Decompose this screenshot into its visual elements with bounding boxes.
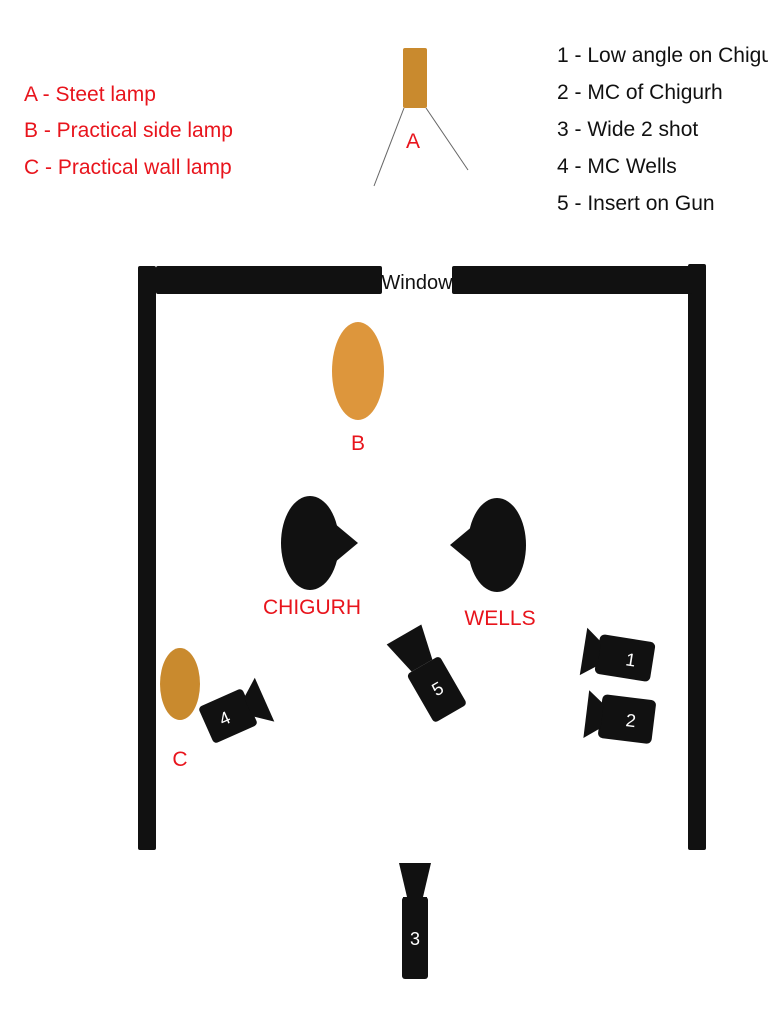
wells-label: WELLS [464, 607, 535, 630]
camera-4-lens-icon [244, 677, 275, 722]
shot-item-1: 1 - Low angle on Chigurh [557, 44, 768, 67]
camera-2-body-icon [598, 694, 656, 744]
wells-facing-icon [450, 515, 486, 575]
camera-1-label: 1 [624, 649, 637, 670]
camera-5-body-icon [407, 657, 466, 722]
legend-item-c: C - Practical wall lamp [24, 156, 232, 179]
room-walls: Window [138, 264, 706, 850]
left-wall [138, 266, 156, 850]
lamp-c-label: C [172, 748, 187, 771]
top-wall-right [452, 266, 692, 294]
right-wall [688, 264, 706, 850]
lighting-legend: A - Steet lamp B - Practical side lamp C… [24, 83, 233, 179]
camera-5: 5 [386, 624, 466, 722]
camera-4: 4 [199, 677, 275, 743]
camera-2: 2 [583, 690, 656, 744]
top-wall-left [156, 266, 382, 294]
lamp-a-label: A [406, 130, 420, 153]
camera-1: 1 [579, 627, 656, 682]
camera-3: 3 [399, 863, 431, 979]
camera-2-label: 2 [625, 710, 637, 731]
camera-3-hood-icon [399, 863, 431, 897]
light-beam-left [373, 107, 405, 187]
lamp-b-icon [332, 322, 384, 420]
chigurh-label: CHIGURH [263, 596, 361, 619]
shot-item-3: 3 - Wide 2 shot [557, 118, 698, 141]
lamp-b-label: B [351, 432, 365, 455]
legend-item-a: A - Steet lamp [24, 83, 156, 106]
legend-item-b: B - Practical side lamp [24, 119, 233, 142]
light-beam-right [425, 107, 469, 171]
camera-1-body-icon [594, 634, 656, 682]
wall-lamp-c: C [160, 648, 200, 771]
window-label: Window [381, 272, 453, 294]
shot-item-4: 4 - MC Wells [557, 155, 677, 178]
street-lamp-a: A [373, 48, 469, 187]
street-lamp-icon [403, 48, 427, 108]
camera-5-lens-icon [386, 624, 433, 672]
character-chigurh: CHIGURH [263, 496, 361, 619]
character-wells: WELLS [450, 498, 536, 630]
shot-item-2: 2 - MC of Chigurh [557, 81, 723, 104]
camera-2-lens-icon [583, 690, 604, 738]
camera-4-body-icon [199, 689, 257, 743]
chigurh-facing-icon [322, 513, 358, 573]
shot-list: 1 - Low angle on Chigurh 2 - MC of Chigu… [557, 44, 768, 215]
camera-3-body-icon [402, 897, 428, 979]
lamp-c-icon [160, 648, 200, 720]
shot-item-5: 5 - Insert on Gun [557, 192, 715, 215]
side-lamp-b: B [332, 322, 384, 455]
camera-3-label: 3 [410, 929, 420, 949]
camera-1-lens-icon [579, 627, 602, 676]
